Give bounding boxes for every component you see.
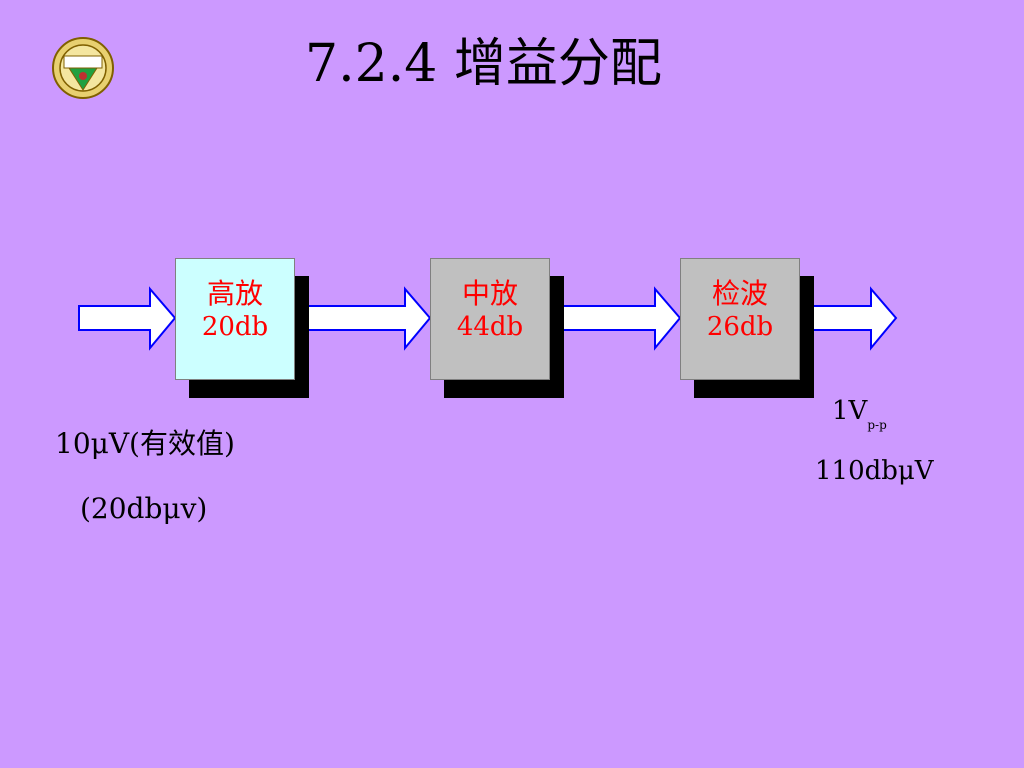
block-name: 检波 bbox=[711, 277, 768, 310]
hf-amplifier-block: 高放 20db bbox=[175, 258, 309, 398]
block-name: 中放 bbox=[461, 277, 518, 310]
input-db-label: (20dbμv) bbox=[80, 492, 208, 525]
output-vpp-subscript: p-p bbox=[867, 418, 887, 432]
output-db-label: 110dbμV bbox=[815, 456, 934, 486]
if-amplifier-block: 中放 44db bbox=[430, 258, 564, 398]
block-face: 检波 26db bbox=[680, 258, 800, 380]
block-face: 中放 44db bbox=[430, 258, 550, 380]
detector-block: 检波 26db bbox=[680, 258, 814, 398]
university-emblem-logo bbox=[52, 37, 114, 99]
if-to-det-arrow bbox=[558, 286, 682, 351]
page-title: 7.2.4 增益分配 bbox=[305, 34, 662, 94]
block-gain: 20db bbox=[201, 312, 269, 342]
hf-to-if-arrow bbox=[294, 286, 432, 351]
input-level-label: 10μV(有效值) bbox=[55, 427, 235, 460]
block-gain: 26db bbox=[706, 312, 774, 342]
block-name: 高放 bbox=[206, 277, 263, 310]
output-arrow bbox=[799, 286, 898, 351]
output-vpp-main: 1V bbox=[832, 396, 868, 426]
block-gain: 44db bbox=[456, 312, 524, 342]
input-arrow bbox=[78, 286, 177, 351]
output-vpp-label: 1Vp-p bbox=[832, 398, 887, 431]
block-face: 高放 20db bbox=[175, 258, 295, 380]
